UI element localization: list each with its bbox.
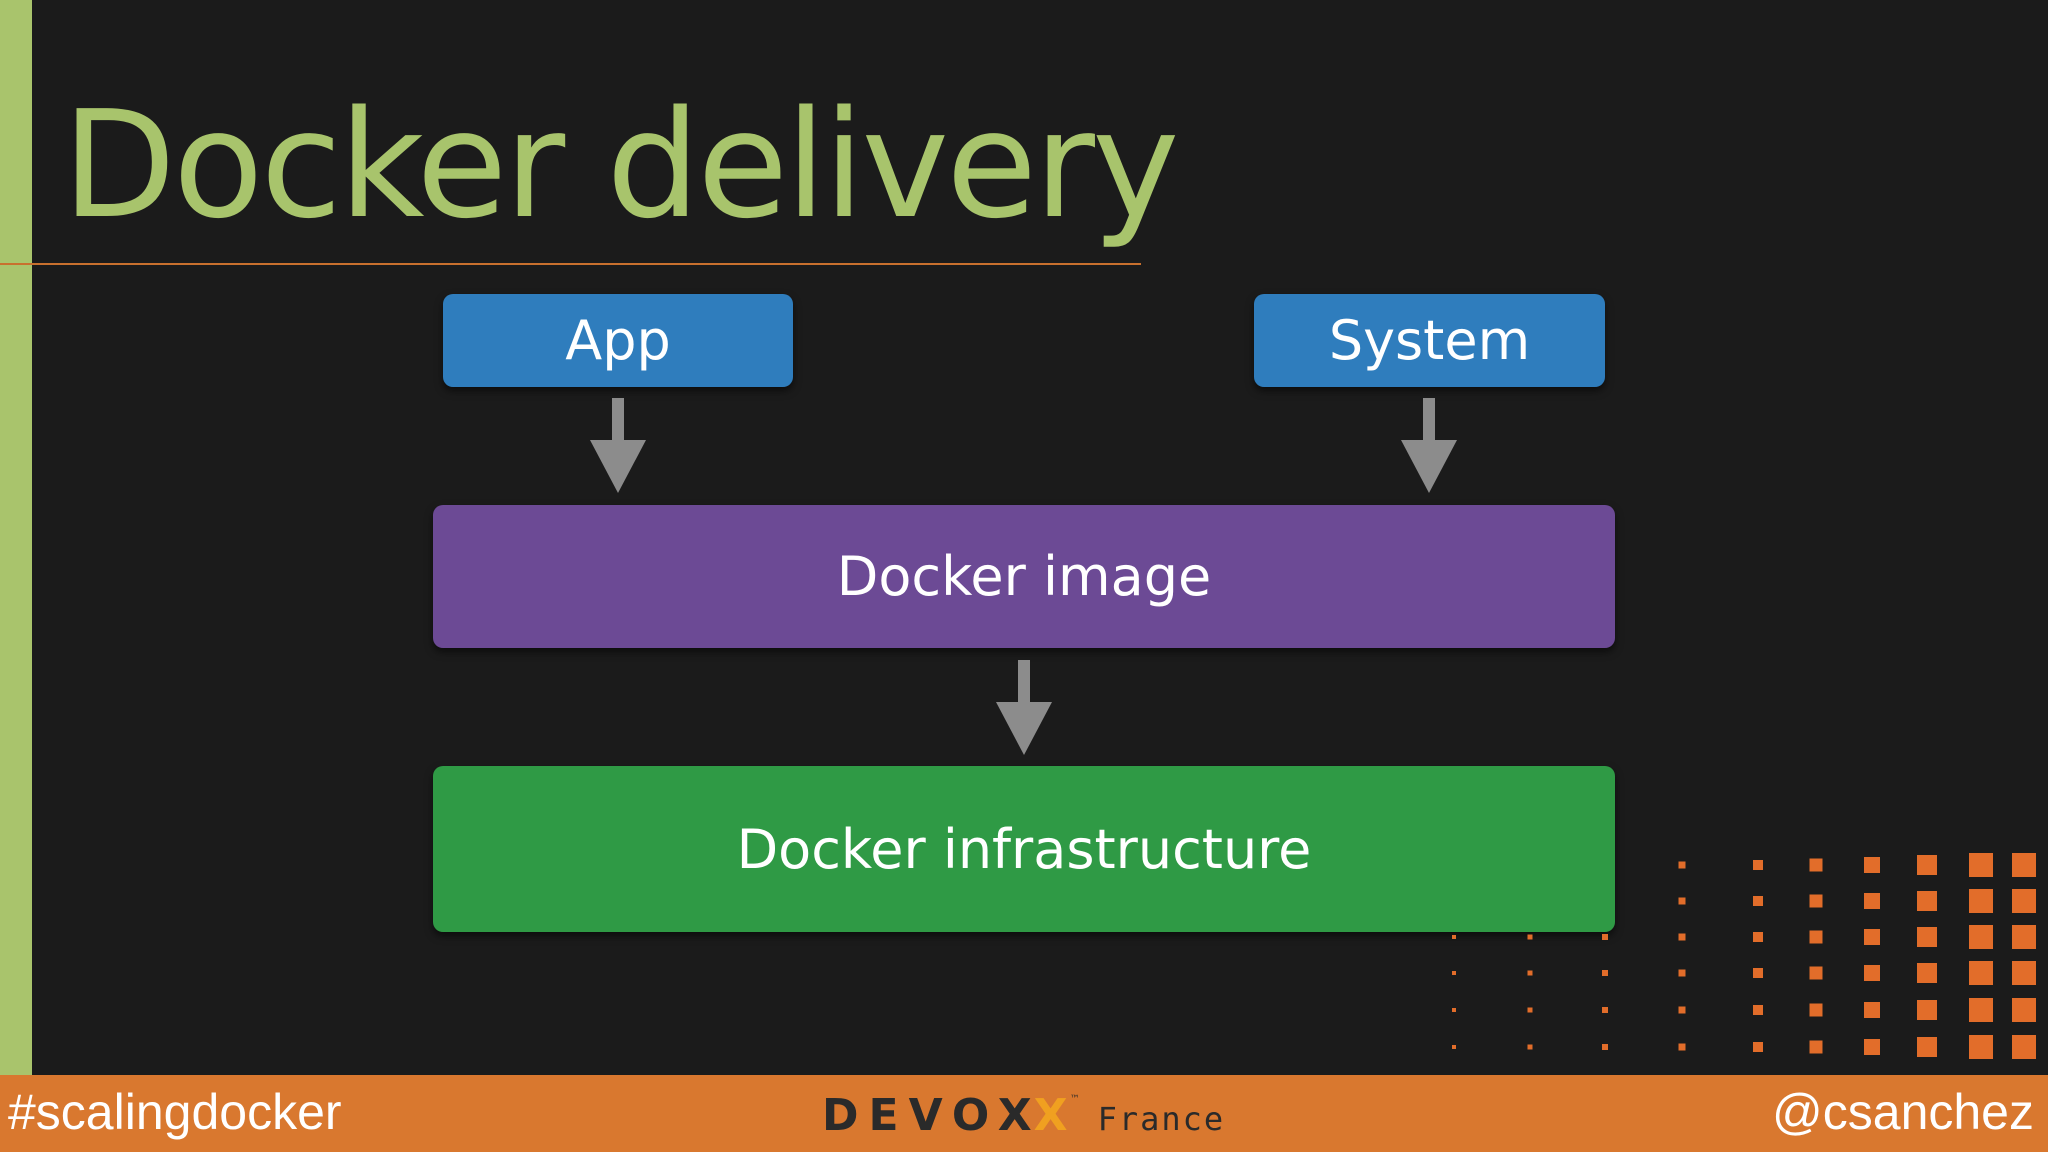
system-label: System [1328,309,1531,372]
decorative-dot [1452,1008,1456,1012]
app-label: App [565,309,671,372]
decorative-dot [1527,934,1533,940]
decorative-dot [1602,934,1608,940]
decorative-dot [1864,893,1880,909]
decorative-dot [1809,1040,1823,1054]
diagram-arrows-and-decoration [590,398,2036,1059]
decorative-dot [1527,1044,1533,1050]
decorative-dot [1917,1037,1937,1057]
decorative-dot [1969,961,1993,985]
decorative-dot [1678,969,1686,977]
decorative-dot [1809,1003,1823,1017]
decorative-dot [2012,925,2036,949]
decorative-dot [1753,932,1763,942]
decorative-dot [1864,857,1880,873]
decorative-dot [1809,858,1823,872]
decorative-dot [1678,1043,1686,1051]
decorative-dot [1602,970,1608,976]
decorative-dot [1527,1007,1533,1013]
devox-france-logo: DEVOX X ™ France [822,1090,1226,1141]
decorative-dot [1753,860,1763,870]
decorative-dot [1969,853,1993,877]
decorative-dot [1864,1002,1880,1018]
logo-word: DEVOX [822,1090,1042,1141]
decorative-dot [1917,927,1937,947]
decorative-dot [1452,1045,1456,1049]
decorative-dot [1602,1044,1608,1050]
decorative-dot [1753,968,1763,978]
decorative-dot [1753,1005,1763,1015]
decorative-dot [1678,1006,1686,1014]
left-accent-bar [0,0,32,1075]
decorative-dot [2012,961,2036,985]
decorative-dot [1602,1007,1608,1013]
decorative-dot [1527,970,1533,976]
decorative-dot [1969,925,1993,949]
system-box: System [1254,294,1605,387]
decorative-dot [2012,889,2036,913]
decorative-dot [1917,855,1937,875]
docker-image-box: Docker image [433,505,1615,648]
decorative-dot [1753,1042,1763,1052]
decorative-dot [1969,1035,1993,1059]
decorative-dot [1864,965,1880,981]
arrow-system-to-image [1401,398,1457,493]
decorative-dot [1452,935,1456,939]
decorative-dot [1917,963,1937,983]
decorative-dot [1969,998,1993,1022]
slide-title: Docker delivery [62,79,1180,251]
hashtag-text: #scalingdocker [8,1084,342,1140]
decorative-dot [1864,929,1880,945]
docker-infrastructure-label: Docker infrastructure [736,817,1312,881]
decorative-dot [2012,853,2036,877]
decorative-dot [1809,966,1823,980]
decorative-dot [1917,1000,1937,1020]
decorative-dot [1809,894,1823,908]
arrow-image-to-infrastructure [996,660,1052,755]
decorative-dot [1864,1039,1880,1055]
app-box: App [443,294,793,387]
decorative-dot [1678,861,1686,869]
logo-suffix: France [1097,1100,1226,1138]
decorative-dot [2012,1035,2036,1059]
docker-image-label: Docker image [836,545,1212,608]
decorative-dot [1969,889,1993,913]
footer-bar [0,1075,2048,1152]
decorative-dot [1678,897,1686,905]
decorative-dot [1917,891,1937,911]
decorative-dot [1753,896,1763,906]
decorative-dot [1452,971,1456,975]
arrow-app-to-image [590,398,646,493]
docker-infrastructure-box: Docker infrastructure [433,766,1615,932]
logo-x: X [1033,1090,1068,1141]
title-divider [0,263,1141,265]
twitter-handle: @csanchez [1772,1084,2034,1140]
decorative-dot [2012,998,2036,1022]
logo-tm: ™ [1069,1094,1080,1105]
decorative-dot [1809,930,1823,944]
decorative-dot-grid [1452,853,2036,1059]
decorative-dot [1678,933,1686,941]
